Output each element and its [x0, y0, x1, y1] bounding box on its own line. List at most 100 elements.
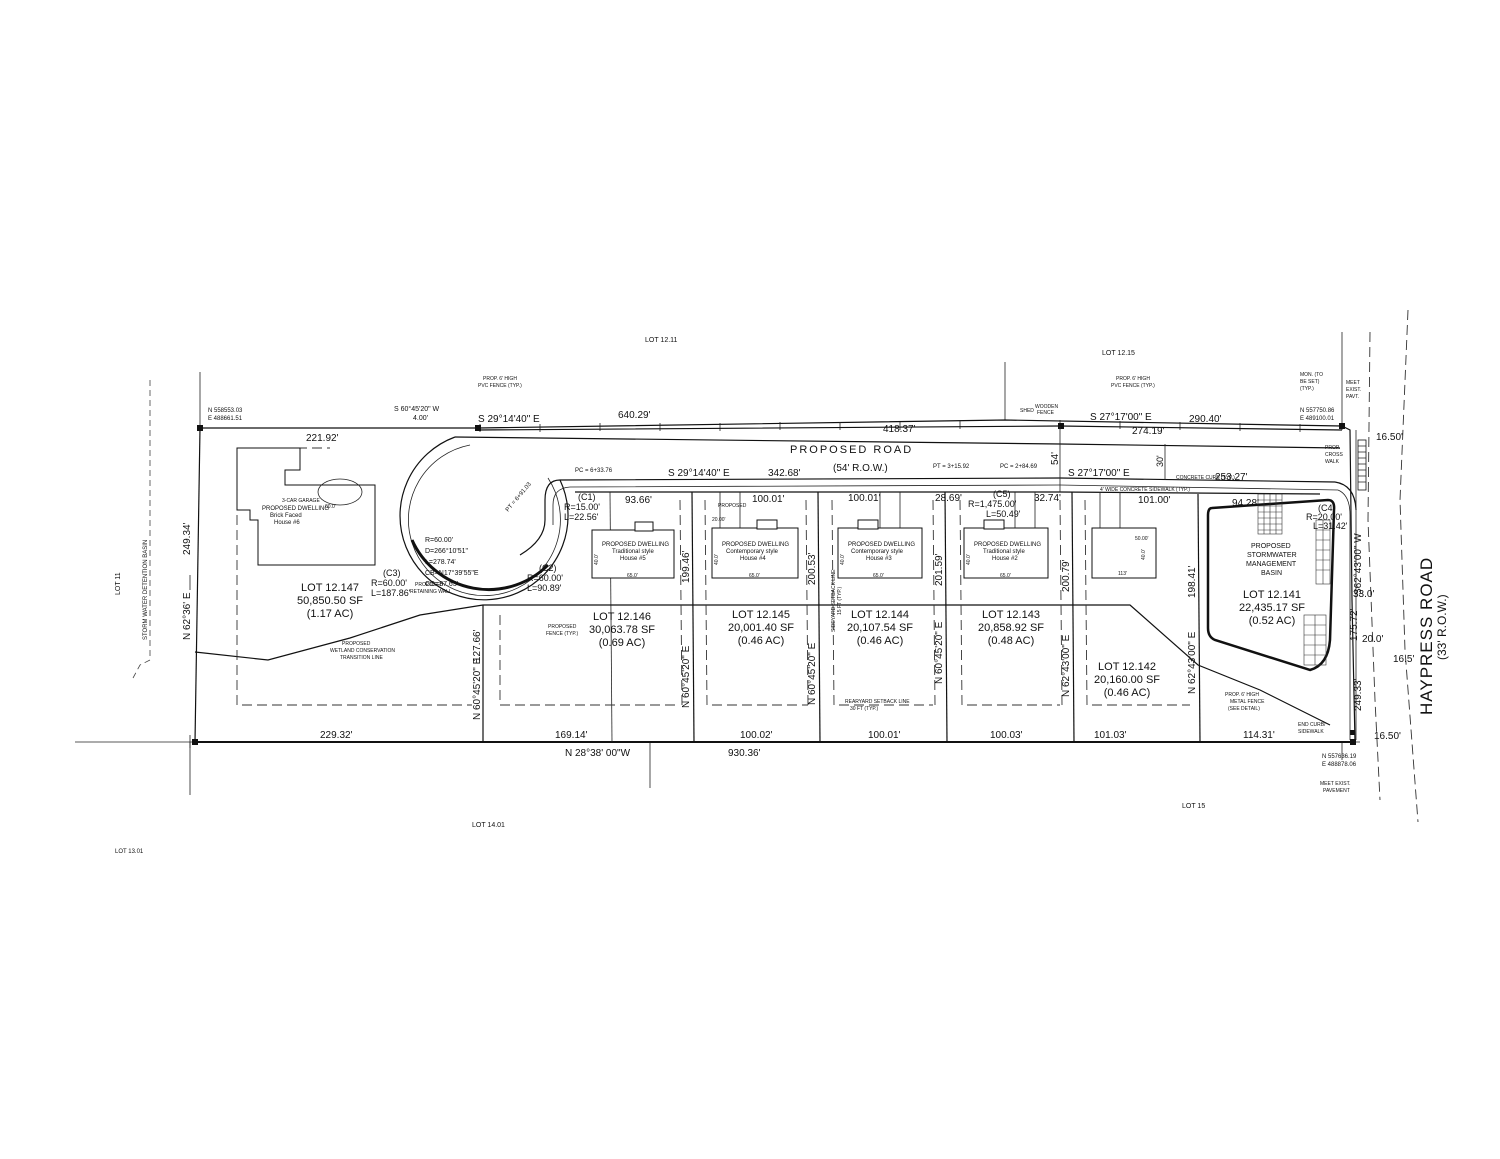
curve-main-r: R=60.00'	[425, 537, 453, 544]
lot-12-144: LOT 12.144 20,107.54 SF (0.46 AC)	[847, 609, 913, 647]
ne-coord-e: E 489100.01	[1300, 416, 1335, 422]
cul-de-sac-island	[317, 478, 363, 506]
dim-199: 199.46'	[681, 550, 692, 583]
dim-101-a: 101.00'	[1138, 495, 1171, 506]
curve-main-cd: CD=87.63'	[425, 581, 458, 588]
dim-253: 253.27'	[1215, 472, 1248, 483]
lot-line-bearing-3: N 60°45'20" E	[807, 642, 818, 705]
storm-basin-label: STORM WATER DETENTION BASIN	[143, 540, 149, 640]
wetland-note-2: WETLAND CONSERVATION	[330, 648, 395, 654]
house-3-porch	[857, 519, 879, 530]
cul-de-sac-outer	[399, 436, 569, 601]
bldg-142-depth: 40.0'	[1141, 549, 1147, 560]
lot-12-147-area: 50,850.50 SF	[297, 595, 363, 607]
lot-line-144-143	[944, 491, 948, 743]
dim-274: 274.19'	[1132, 426, 1165, 437]
curve-c1-r: R=15.00'	[564, 502, 600, 512]
driveway-142	[1099, 492, 1121, 528]
wooden-fence-1: WOODEN	[1035, 404, 1058, 410]
curve-c4-l: L=31.42'	[1313, 521, 1348, 531]
crosswalk-hatch	[1357, 439, 1367, 491]
curve-c4-r: R=20.00'	[1306, 512, 1342, 522]
lot-12-145-ac: (0.46 AC)	[738, 635, 784, 647]
house-5-l2: Traditional style	[612, 549, 654, 555]
house-6-l1: PROPOSED DWELLING	[262, 506, 329, 512]
house-2-porch	[983, 519, 1005, 530]
dim-54: 54'	[1050, 452, 1061, 465]
lot-12-142-id: LOT 12.142	[1098, 661, 1156, 673]
driveway-3	[879, 492, 901, 528]
road-south-sidewalk	[569, 484, 1339, 491]
wooden-fence-2: FENCE	[1037, 410, 1055, 416]
house-5-depth: 40.0'	[594, 554, 600, 565]
lot-12-143-area: 20,858.92 SF	[978, 622, 1044, 634]
lot-12-141-id: LOT 12.141	[1243, 589, 1301, 601]
house-6-l3: House #6	[274, 520, 300, 526]
house-5-width: 65.0'	[627, 573, 638, 579]
bearing-road-2: S 27°17'00" E	[1068, 468, 1130, 479]
dim-93: 93.66'	[625, 495, 652, 506]
lot-line-145-a	[691, 491, 695, 743]
wetland-transition-line	[194, 604, 1331, 726]
bearing-west: N 62°36' E	[182, 592, 193, 640]
rearyard-note-2: 30 FT (TYP.)	[850, 706, 878, 712]
curve-c5-name: (C5)	[993, 489, 1011, 499]
lot-12-143-id: LOT 12.143	[982, 609, 1040, 621]
dim-290: 290.40'	[1189, 414, 1222, 425]
setback-side-144	[805, 499, 809, 706]
house-6-width: 60.0'	[325, 504, 336, 510]
dim-101-b: 101.03'	[1094, 730, 1127, 741]
dim-16-50-top: 16.50'	[1376, 432, 1403, 443]
house-5-porch	[634, 521, 654, 532]
mon-note-3: (TYP.)	[1300, 386, 1314, 392]
house-3-footprint	[837, 527, 923, 579]
pvc-fence-note-b1: PROP. 6' HIGH	[1116, 376, 1150, 382]
curve-c3-l: L=187.86'	[371, 588, 411, 598]
pt-2-label: PT = 6+91.03	[505, 481, 533, 513]
lot-line-142-141	[1197, 493, 1201, 743]
property-boundary	[192, 419, 1356, 745]
mon-note-1: MON. (TO	[1300, 372, 1323, 378]
curve-c5-r: R=1,475.00'	[968, 499, 1017, 509]
dim-221: 221.92'	[306, 433, 339, 444]
proposed-road	[399, 425, 1367, 740]
lot-12-145-id: LOT 12.145	[732, 609, 790, 621]
house-2-l3: House #2	[992, 556, 1018, 562]
dim-100-d: 100.01'	[868, 730, 901, 741]
se-monument-2	[1350, 730, 1355, 735]
dim-33: 33.0'	[1353, 589, 1374, 600]
lot-12-145: LOT 12.145 20,001.40 SF (0.46 AC)	[728, 609, 794, 647]
bearing-road-1: S 29°14'40" E	[668, 468, 730, 479]
east-boundary	[1341, 425, 1356, 743]
lot-12-147-ac: (1.17 AC)	[307, 608, 353, 620]
house-5-footprint	[591, 529, 675, 579]
rearyard-note-1: REARYARD SETBACK LINE	[845, 699, 910, 705]
setback-147	[236, 500, 472, 706]
lot-labels: LOT 12.147 50,850.50 SF (1.17 AC) LOT 12…	[297, 582, 1305, 699]
meet-note-1: MEET	[1346, 380, 1360, 386]
lot-12-143-ac: (0.48 AC)	[988, 635, 1034, 647]
retaining-wall	[410, 539, 550, 592]
pc-1-label: PC = 6+33.76	[575, 468, 613, 474]
dim-200-a: 200.53'	[807, 552, 818, 585]
wetland-note-1: PROPOSED	[342, 641, 371, 647]
lot-12-143: LOT 12.143 20,858.92 SF (0.48 AC)	[978, 609, 1044, 647]
lot-12-147: LOT 12.147 50,850.50 SF (1.17 AC)	[297, 582, 363, 620]
bearing-north-1: S 29°14'40" E	[478, 414, 540, 425]
metal-fence-note-3: (SEE DETAIL)	[1228, 706, 1260, 712]
lot-12-141-ac: (0.52 AC)	[1249, 615, 1295, 627]
ne-coord-n: N 557750.86	[1300, 408, 1335, 414]
nw-coord-e: E 488661.51	[208, 416, 243, 422]
lot-12-146-area: 30,063.78 SF	[589, 624, 655, 636]
dim-249-33: 249.33'	[1353, 678, 1364, 711]
lot-line-143-142	[1071, 491, 1075, 743]
curve-c3-r: R=60.00'	[371, 578, 407, 588]
lot-12-144-ac: (0.46 AC)	[857, 635, 903, 647]
bearing-south: N 28°38' 00"W	[565, 748, 631, 759]
retaining-note-1: PROPOSED	[415, 582, 444, 588]
dim-640: 640.29'	[618, 410, 651, 421]
meet-pavement-2: PAVEMENT	[1323, 788, 1350, 794]
lot-12-142: LOT 12.142 20,160.00 SF (0.46 AC)	[1094, 661, 1160, 699]
ne-monument	[1339, 423, 1345, 429]
